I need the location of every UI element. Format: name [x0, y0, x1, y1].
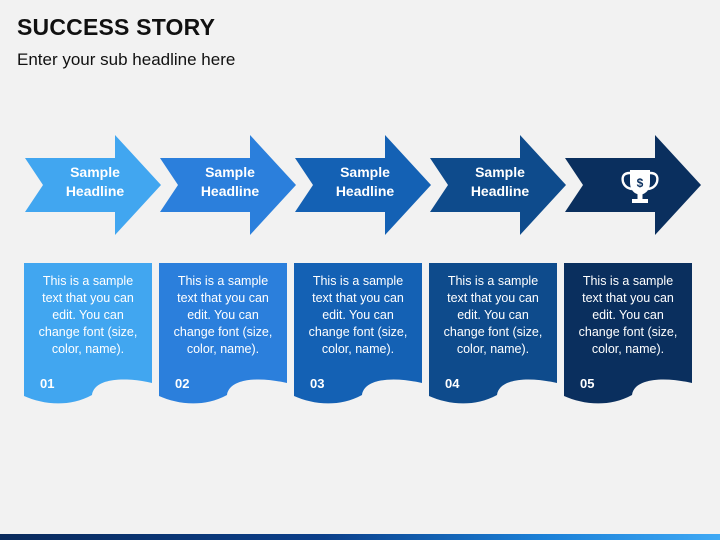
card-text-line: edit. You can	[322, 308, 394, 322]
step-card	[24, 263, 152, 404]
step-number: 02	[175, 376, 189, 391]
trophy-base	[632, 199, 648, 203]
card-text-line: color, name).	[52, 342, 124, 356]
trophy-left-handle	[621, 171, 633, 191]
card-text-line: color, name).	[457, 342, 529, 356]
step-number: 03	[310, 376, 324, 391]
trophy-right-handle	[647, 171, 659, 191]
card-text-line: text that you can	[582, 291, 674, 305]
card-text-line: text that you can	[312, 291, 404, 305]
arrow-headline-line: Sample	[340, 164, 390, 180]
page-subtitle: Enter your sub headline here	[17, 50, 236, 69]
card-text-line: change font (size,	[444, 325, 543, 339]
step-arrow	[295, 135, 431, 235]
dollar-sign: $	[637, 176, 644, 190]
step-card	[564, 263, 692, 404]
card-text-line: edit. You can	[457, 308, 529, 322]
footer-gradient-bar	[0, 534, 720, 540]
card-text-line: This is a sample	[448, 274, 538, 288]
card-text-line: color, name).	[187, 342, 259, 356]
step-arrow	[160, 135, 296, 235]
arrow-headline-line: Sample	[70, 164, 120, 180]
card-text-line: change font (size,	[309, 325, 408, 339]
step-number: 04	[445, 376, 460, 391]
arrow-headline-line: Headline	[336, 183, 395, 199]
card-text-line: edit. You can	[592, 308, 664, 322]
card-text-line: This is a sample	[313, 274, 403, 288]
step-arrow	[25, 135, 161, 235]
card-text-line: text that you can	[42, 291, 134, 305]
step-number: 05	[580, 376, 594, 391]
step-card	[159, 263, 287, 404]
card-text-line: This is a sample	[178, 274, 268, 288]
card-text-line: edit. You can	[52, 308, 124, 322]
page-title: SUCCESS STORY	[17, 14, 216, 40]
trophy-stem	[637, 194, 643, 200]
card-text-line: color, name).	[322, 342, 394, 356]
card-text-line: change font (size,	[579, 325, 678, 339]
card-text-line: edit. You can	[187, 308, 259, 322]
card-text-line: change font (size,	[39, 325, 138, 339]
trophy-dollar-icon: $	[621, 170, 659, 203]
card-text-line: text that you can	[177, 291, 269, 305]
card-text-line: change font (size,	[174, 325, 273, 339]
card-text-line: This is a sample	[583, 274, 673, 288]
card-text-line: This is a sample	[43, 274, 133, 288]
arrow-headline-line: Headline	[201, 183, 260, 199]
arrow-headline-line: Sample	[475, 164, 525, 180]
step-card	[294, 263, 422, 404]
arrow-headline-line: Sample	[205, 164, 255, 180]
arrow-headline-line: Headline	[471, 183, 530, 199]
step-card	[429, 263, 557, 404]
step-number: 01	[40, 376, 54, 391]
step-5: $ This is a sample text that you can edit. …	[564, 135, 701, 404]
trophy-cup	[630, 170, 650, 195]
card-text-line: color, name).	[592, 342, 664, 356]
step-arrow	[430, 135, 566, 235]
arrow-headline-line: Headline	[66, 183, 125, 199]
card-text-line: text that you can	[447, 291, 539, 305]
